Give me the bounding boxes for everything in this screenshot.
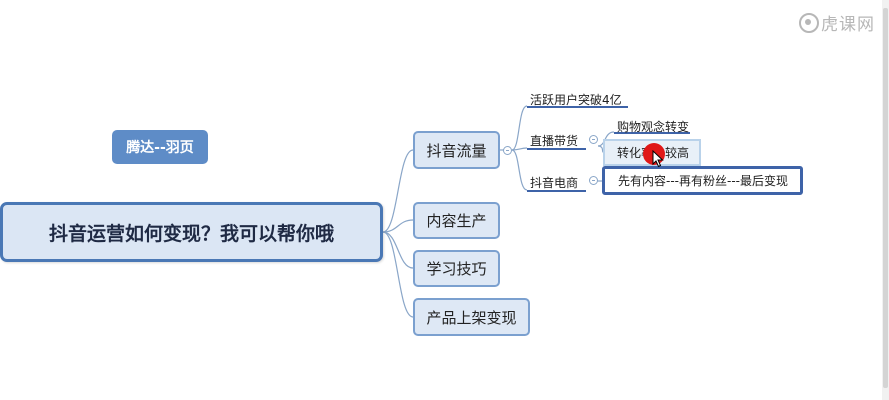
main-topic-xuexi-jiqiao[interactable]: 学习技巧 — [413, 250, 500, 287]
connector-root-t3 — [382, 231, 414, 269]
main-topic-neirong-shengchan[interactable]: 内容生产 — [413, 202, 500, 239]
collapse-toggle-icon[interactable] — [589, 135, 598, 144]
floating-topic-label: 腾达--羽页 — [126, 140, 194, 156]
connector-t1-huoyue — [511, 105, 528, 151]
subtopic-gouwu-guannian[interactable]: 购物观念转变 — [617, 120, 690, 134]
connector-t1-zhibo — [511, 147, 528, 151]
main-topic-label: 内容生产 — [426, 212, 487, 230]
main-topic-chanpin-bianxian[interactable]: 产品上架变现 — [413, 298, 530, 336]
watermark-logo-icon — [799, 12, 819, 33]
connector-zhibo-zhuanhua — [597, 145, 604, 153]
main-topic-label: 学习技巧 — [426, 260, 487, 278]
connector-root-t2 — [382, 219, 414, 233]
central-topic-label: 抖音运营如何变现？我可以帮你哦 — [48, 222, 334, 245]
watermark-text: 虎课网 — [821, 15, 875, 35]
main-topic-label: 抖音流量 — [426, 141, 487, 160]
central-topic[interactable]: 抖音运营如何变现？我可以帮你哦 — [0, 202, 383, 262]
main-topic-douyin-liuliang[interactable]: 抖音流量 — [413, 131, 500, 169]
subtopic-xianyou-neirong-selected[interactable]: 先有内容---再有粉丝---最后变现 — [602, 166, 803, 195]
collapse-toggle-icon[interactable] — [503, 146, 512, 155]
subtopic-douyin-dianshang[interactable]: 抖音电商 — [530, 176, 579, 190]
connector-t1-dianshang — [511, 149, 528, 191]
connector-root-t4 — [382, 231, 414, 318]
main-topic-label: 产品上架变现 — [426, 308, 517, 327]
collapse-toggle-icon[interactable] — [589, 176, 598, 185]
watermark: 虎课网 — [799, 10, 875, 35]
floating-topic[interactable]: 腾达--羽页 — [112, 130, 208, 164]
mouse-pointer-icon — [652, 150, 664, 168]
subtopic-huoyue-yonghu[interactable]: 活跃用户突破4亿 — [530, 93, 622, 107]
subtopic-label: 先有内容---再有粉丝---最后变现 — [618, 174, 788, 188]
vertical-scrollbar[interactable] — [882, 0, 889, 400]
scrollbar-thumb[interactable] — [883, 8, 888, 388]
connector-root-t1 — [382, 149, 414, 233]
subtopic-zhibo-daihuo[interactable]: 直播带货 — [530, 134, 579, 148]
